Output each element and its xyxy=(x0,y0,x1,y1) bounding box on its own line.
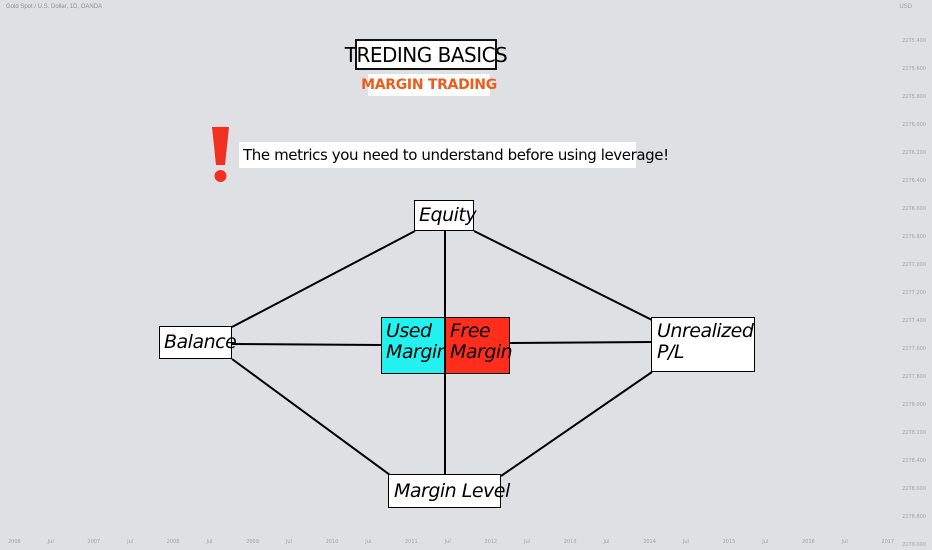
time-tick: 2008 xyxy=(166,539,180,545)
price-tick: 2278.400 xyxy=(902,458,926,464)
time-tick: Jul xyxy=(603,539,610,545)
time-tick: 2017 xyxy=(881,539,895,545)
price-tick: 2278.600 xyxy=(902,486,926,492)
price-tick: 2276.000 xyxy=(902,122,926,128)
page-subtitle: MARGIN TRADING xyxy=(361,74,497,96)
price-tick: 2275.400 xyxy=(902,38,926,44)
exclamation-icon xyxy=(212,127,229,182)
time-tick: 2009 xyxy=(246,539,259,545)
time-tick: Jul xyxy=(206,539,213,545)
connector-equity-pl xyxy=(473,230,653,321)
price-tick: 2276.600 xyxy=(902,206,926,212)
time-tick: 2016 xyxy=(802,539,815,545)
time-tick: 2013 xyxy=(563,539,577,545)
price-tick: 2276.200 xyxy=(902,150,926,156)
node-used-margin-line1: Used xyxy=(386,320,432,342)
price-axis-currency: USD xyxy=(899,4,912,10)
time-tick: Jul xyxy=(682,539,689,545)
connector-balance-center xyxy=(231,343,382,346)
node-balance: Balance xyxy=(159,326,237,359)
price-tick: 2277.000 xyxy=(902,262,926,268)
connector-balance-margin-level xyxy=(231,358,391,476)
node-used-margin: Used Margin xyxy=(381,317,449,374)
page-title: TREDING BASICS xyxy=(345,39,508,70)
price-tick: 2278.200 xyxy=(902,430,926,436)
time-tick: Jul xyxy=(841,539,848,545)
connector-equity-balance xyxy=(231,230,416,328)
price-tick: 2278.000 xyxy=(902,402,926,408)
node-unrealized-pl-line2: P/L xyxy=(657,341,684,363)
price-tick: 2275.800 xyxy=(902,94,926,100)
price-tick: 2279.000 xyxy=(902,542,926,548)
price-tick: 2278.800 xyxy=(902,514,926,520)
price-tick: 2277.800 xyxy=(902,374,926,380)
time-tick: 2014 xyxy=(643,539,656,545)
time-axis[interactable]: 2006 Jul 2007 Jul 2008 Jul 2009 Jul 2010 Jul 2011 J… xyxy=(0,536,900,550)
node-unrealized-pl-line1: Unrealized xyxy=(657,320,754,342)
node-equity: Equity xyxy=(414,200,477,231)
time-tick: Jul xyxy=(762,539,769,545)
time-tick: 2012 xyxy=(484,539,498,545)
connector-pl-margin-level xyxy=(500,371,653,477)
node-margin-level: Margin Level xyxy=(388,474,510,508)
time-tick: Jul xyxy=(285,539,292,545)
time-tick: 2006 xyxy=(8,539,21,545)
node-balance-label: Balance xyxy=(164,331,237,353)
node-equity-label: Equity xyxy=(419,204,477,226)
time-tick: Jul xyxy=(127,539,134,545)
price-tick: 2275.600 xyxy=(902,66,926,72)
chart-symbol-header: Gold Spot / U.S. Dollar, 1D, OANDA xyxy=(6,4,103,10)
node-used-margin-line2: Margin xyxy=(386,341,449,363)
price-tick: 2276.800 xyxy=(902,234,926,240)
time-tick: Jul xyxy=(444,539,451,545)
price-tick: 2277.200 xyxy=(902,290,926,296)
node-margin-level-label: Margin Level xyxy=(394,480,510,502)
price-tick: 2276.400 xyxy=(902,178,926,184)
warning-text: The metrics you need to understand befor… xyxy=(239,142,669,168)
connector-center-pl xyxy=(509,341,653,344)
time-tick: 2015 xyxy=(722,539,736,545)
node-free-margin: Free Margin xyxy=(445,317,513,374)
node-unrealized-pl: Unrealized P/L xyxy=(651,317,755,372)
price-axis[interactable]: 2275.400 2275.600 2275.800 2276.000 2276.200… xyxy=(896,0,930,548)
price-tick: 2277.600 xyxy=(902,346,926,352)
time-tick: Jul xyxy=(47,539,54,545)
price-tick: 2277.400 xyxy=(902,318,926,324)
time-tick: 2010 xyxy=(325,539,339,545)
time-tick: 2011 xyxy=(405,539,418,545)
time-tick: Jul xyxy=(524,539,531,545)
node-free-margin-line1: Free xyxy=(450,320,491,342)
time-tick: Jul xyxy=(365,539,372,545)
time-tick: 2007 xyxy=(87,539,101,545)
node-free-margin-line2: Margin xyxy=(450,341,513,363)
